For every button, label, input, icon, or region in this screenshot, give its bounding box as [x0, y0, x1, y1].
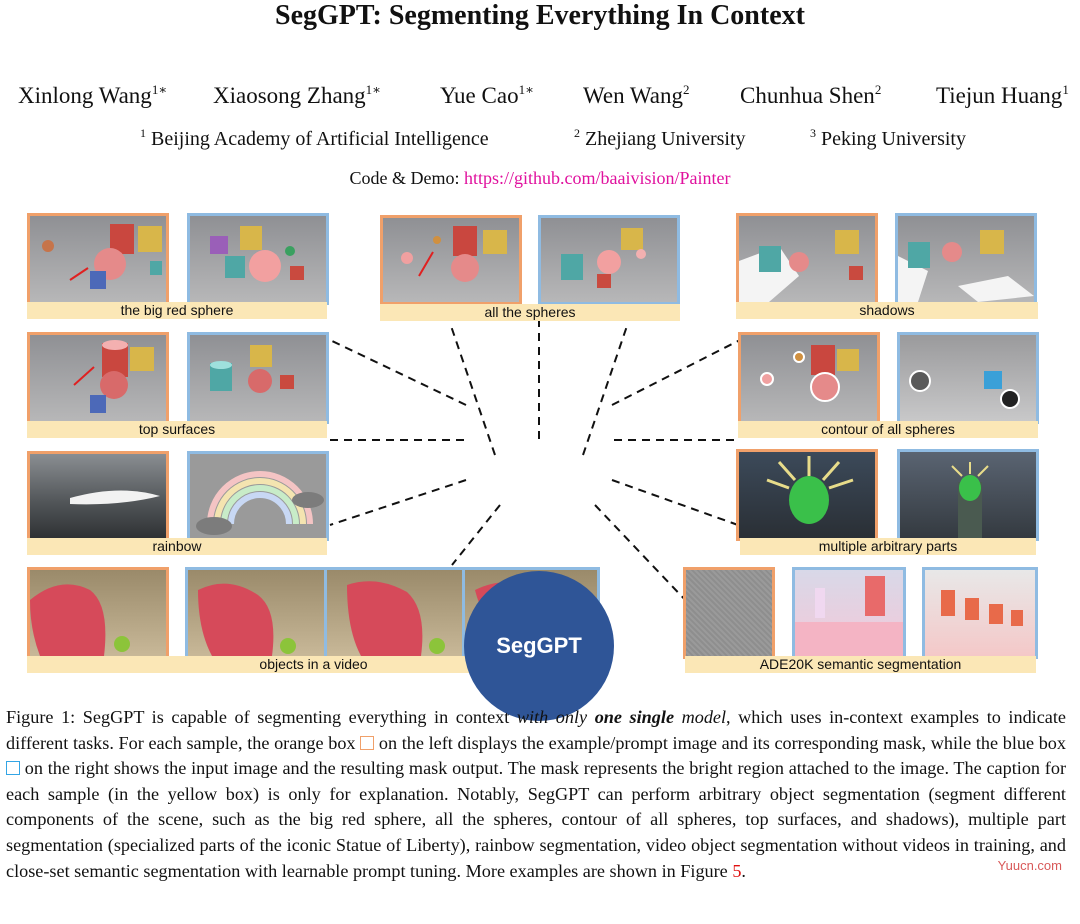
caption-multiple-parts: multiple arbitrary parts: [740, 538, 1036, 555]
caption-shadows: shadows: [736, 302, 1038, 319]
connector-lines: [328, 321, 741, 606]
input-image-multiple-parts: [897, 449, 1039, 541]
input-image-video-1: [185, 567, 327, 659]
prompt-image-ade20k: [683, 567, 775, 659]
prompt-image-big-red-sphere: [27, 213, 169, 305]
prompt-image-video: [27, 567, 169, 659]
author: Yue Cao1∗: [440, 82, 534, 108]
scene-shapes: [760, 345, 859, 402]
input-image-rainbow: [187, 451, 329, 541]
prompt-image-rainbow: [27, 451, 169, 541]
caption-big-red-sphere: the big red sphere: [27, 302, 327, 319]
input-image-contour: [897, 332, 1039, 424]
statue-shapes: [766, 456, 854, 524]
dino-shapes: [198, 583, 296, 656]
author: Wen Wang2: [583, 82, 690, 108]
caption-ade20k: ADE20K semantic segmentation: [685, 656, 1036, 673]
input-image-ade20k-1: [792, 567, 906, 659]
author: Xinlong Wang1∗: [18, 82, 168, 108]
prompt-image-contour: [738, 332, 880, 424]
figure-caption: Figure 1: SegGPT is capable of segmentin…: [6, 707, 1066, 881]
dino-shapes: [347, 581, 445, 656]
paper-title: SegGPT: Segmenting Everything In Context: [275, 0, 805, 31]
affiliation: 2 Zhejiang University: [574, 126, 746, 150]
prompt-image-all-spheres: [380, 215, 522, 305]
figure-1: the big red sphere all the spheres shado…: [0, 205, 1080, 721]
caption-top-surfaces: top surfaces: [27, 421, 327, 438]
watermark: Yuucn.com: [997, 858, 1062, 873]
scene-shapes: [42, 224, 162, 289]
affiliation: 3 Peking University: [810, 126, 966, 150]
prompt-image-multiple-parts: [736, 449, 878, 541]
input-image-shadows: [895, 213, 1037, 305]
input-image-all-spheres: [538, 215, 680, 305]
room-shapes: [795, 576, 903, 656]
blue-box-icon: [6, 761, 20, 776]
author: Tiejun Huang1: [936, 82, 1069, 108]
scene-shapes: [898, 230, 1034, 302]
scene-shapes: [73, 340, 154, 413]
prompt-image-top-surfaces: [27, 332, 169, 424]
scene-shapes: [210, 226, 304, 282]
code-link[interactable]: https://github.com/baaivision/Painter: [464, 168, 731, 188]
hub-label: SegGPT: [496, 633, 582, 658]
author: Xiaosong Zhang1∗: [213, 82, 382, 108]
caption-all-spheres: all the spheres: [380, 304, 680, 321]
author-list: Xinlong Wang1∗ Xiaosong Zhang1∗ Yue Cao1…: [0, 82, 1080, 114]
orange-box-icon: [360, 735, 375, 750]
rainbow-shape: [196, 471, 324, 535]
input-image-big-red-sphere: [187, 213, 329, 305]
caption-contour: contour of all spheres: [738, 421, 1038, 438]
seggpt-hub: SegGPT: [464, 571, 614, 721]
scene-shapes: [210, 345, 294, 393]
scene-shapes: [739, 230, 863, 302]
dino-shapes: [30, 584, 130, 656]
prompt-image-shadows: [736, 213, 878, 305]
affiliation-list: 1 Beijing Academy of Artificial Intellig…: [0, 126, 1080, 154]
scene-shapes: [70, 490, 160, 505]
scene-shapes: [401, 226, 507, 282]
statue-shapes: [951, 462, 989, 538]
figure-5-link[interactable]: 5: [732, 860, 742, 881]
scene-shapes: [561, 228, 646, 288]
caption-video: objects in a video: [27, 656, 600, 673]
input-image-video-2: [324, 567, 466, 659]
code-demo-line: Code & Demo: https://github.com/baaivisi…: [0, 168, 1080, 189]
room-shapes: [941, 590, 1023, 626]
author: Chunhua Shen2: [740, 82, 882, 108]
input-image-top-surfaces: [187, 332, 329, 424]
code-label: Code & Demo:: [349, 168, 460, 188]
input-image-ade20k-2: [922, 567, 1038, 659]
affiliation: 1 Beijing Academy of Artificial Intellig…: [140, 126, 489, 150]
caption-rainbow: rainbow: [27, 538, 327, 555]
scene-shapes: [909, 370, 1020, 409]
